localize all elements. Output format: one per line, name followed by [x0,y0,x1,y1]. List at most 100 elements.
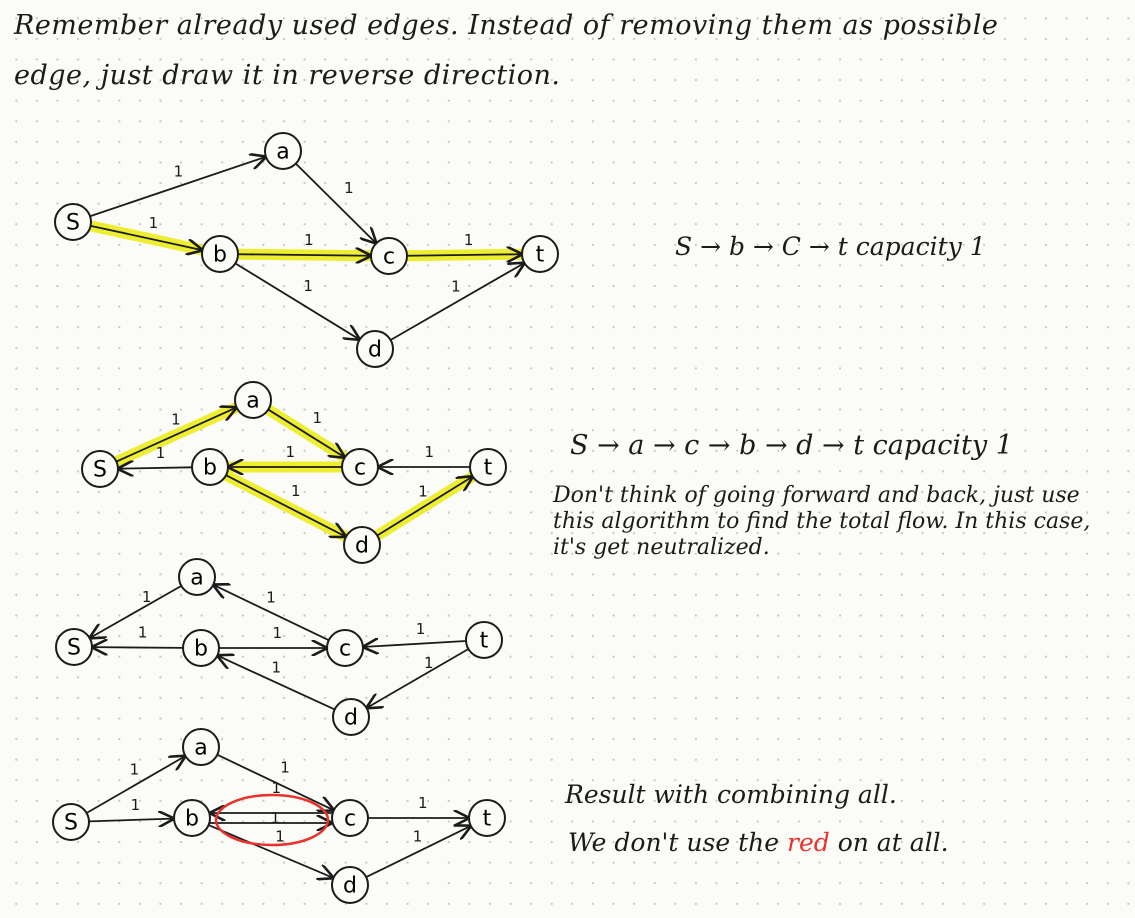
graph3-cap-b-S: 1 [138,624,148,642]
graph2-node-S: S [81,450,119,488]
graph4-edge-S-b: 1 [88,796,173,822]
graph3-edge-b-c: 1 [219,624,326,648]
graph2-node-a: a [234,381,272,419]
graph3-edge-line-a-S [91,585,182,638]
graph1-cap-d-t: 1 [451,278,461,296]
graph1-edge-S-b: 1 [90,214,202,250]
graph1-edge-line-b-c [237,254,370,256]
graph3-edge-b-S: 1 [93,624,184,648]
graph3-edge-t-d: 1 [367,648,469,707]
graph1-edge-b-c: 1 [237,231,370,256]
graph4-edge-b-d: 1 [208,824,333,878]
graph1-node-label-d: d [368,338,382,363]
red-note: We don't use the red on at all. [568,828,949,857]
graph3-node-circle-a [178,558,216,596]
graph3-edge-line-b-S [93,647,184,648]
graph1-node-circle-a [264,132,302,170]
red-note-pre: We don't use the [568,828,780,857]
graph1-node-circle-t [521,235,559,273]
graph4-node-label-b: b [185,807,199,832]
graph4-node-label-S: S [64,811,78,836]
graph2-explanation: Don't think of going forward and back, j… [553,483,1091,560]
graph2-node-c: c [341,448,379,486]
graph1-node-label-t: t [536,243,545,268]
graph4-node-circle-a [182,728,220,766]
graph3-edge-t-c: 1 [364,620,467,647]
graph1-edge-b-d: 1 [234,262,358,339]
graph2-node-circle-b [191,448,229,486]
graph2-cap-b-d: 1 [291,482,301,500]
graph2-cap-a-c: 1 [312,409,322,427]
graph2-node-label-d: d [355,534,369,559]
graph1-edge-line-b-d [234,262,358,339]
graph1-edge-line-S-b [90,224,202,250]
graph1-node-a: a [264,132,302,170]
graph4-node-S: S [52,803,90,841]
red-ellipse [214,793,330,847]
graph1-node-d: d [356,330,394,368]
graph3-node-circle-S [55,628,93,666]
graph2-edge-line-b-d [225,474,345,536]
graph2-edge-line-b-S [119,467,193,468]
graph3-edge-line-t-c [364,641,467,647]
graph1-edge-line-a-c [295,163,376,243]
graph2-node-label-t: t [484,456,493,481]
graph3-node-label-S: S [67,636,81,661]
graph1-node-S: S [54,203,92,241]
graph4-cap-b-d: 1 [275,827,285,845]
graph4-node-t: t [468,799,506,837]
graph3-cap-t-c: 1 [416,620,426,638]
red-word: red [787,828,830,857]
graph3-cap-d-b: 1 [271,659,281,677]
graph1-edge-a-c: 1 [295,163,376,243]
graph4-edge-line-S-b [88,819,173,822]
graph4-node-circle-c [331,799,369,837]
graph4-edge-line-a-c [216,753,333,810]
graph4-edge-S-a: 1 [86,756,185,814]
graph3-node-label-b: b [194,637,208,662]
graph3-cap-t-d: 1 [424,654,434,672]
graph4-node-circle-d [331,866,369,904]
graph1-node-circle-S [54,203,92,241]
graph3-node-c: c [326,629,364,667]
graph1-cap-b-c: 1 [304,231,314,249]
graph2-highlights [110,402,478,542]
graph4-node-c: c [331,799,369,837]
graph2-cap-t-c: 1 [425,443,435,461]
graph1-edge-line-c-t [406,254,521,256]
graph3-edge-line-d-b [218,656,336,711]
graph1-node-circle-b [201,235,239,273]
graph2-node-b: b [191,448,229,486]
graph3-node-label-d: d [344,706,358,731]
graph2-node-d: d [343,526,381,564]
graph2-cap-S-a: 1 [171,411,181,429]
graph1-node-circle-c [370,237,408,275]
graph2-edge-S-a: 1 [116,408,235,463]
graph1-cap-b-d: 1 [303,277,313,295]
graph3-node-circle-c [326,629,364,667]
graph4-node-label-d: d [343,874,357,899]
graph3-edge-d-b: 1 [218,656,336,711]
graph1-cap-c-t: 1 [464,231,474,249]
graph4-edge-line-S-a [86,756,185,814]
graph3-node-circle-b [182,629,220,667]
graph2-path-note: S → a → c → b → d → t capacity 1 [570,430,1013,461]
graph4-node-a: a [182,728,220,766]
graph4-node-circle-t [468,799,506,837]
graph4-node-circle-b [173,799,211,837]
graph4-nodes: Sa b c d t [52,728,506,904]
graph3-node-label-a: a [190,566,203,591]
graph1-edge-d-t: 1 [390,263,524,341]
graph1-edge-c-t: 1 [406,231,521,256]
graph2-edge-b-S: 1 [119,444,193,469]
header-line-1: Remember already used edges. Instead of … [14,10,999,41]
graph2-cap-b-S: 1 [156,444,166,462]
graph4-node-label-a: a [194,736,207,761]
graph3-cap-a-S: 1 [142,588,152,606]
graph1-node-t: t [521,235,559,273]
